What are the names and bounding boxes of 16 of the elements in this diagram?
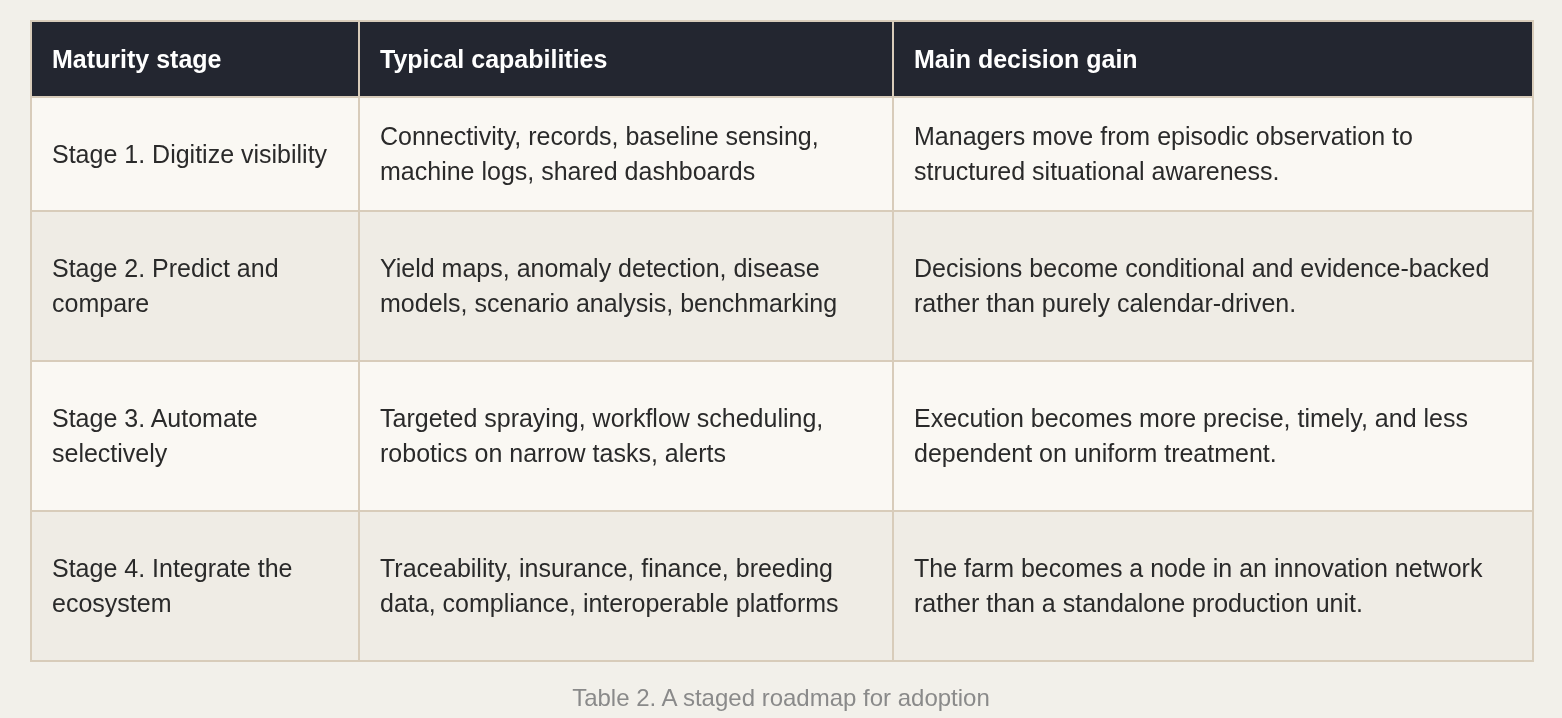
capabilities-cell: Yield maps, anomaly detection, disease models, scenario analysis, benchmarking	[359, 211, 893, 361]
gain-cell: Execution becomes more precise, timely, and less dependent on uniform treatment.	[893, 361, 1533, 511]
column-header: Main decision gain	[893, 21, 1533, 97]
gain-cell: Managers move from episodic observation to structured situational awareness.	[893, 97, 1533, 211]
stage-cell: Stage 4. Integrate the ecosystem	[31, 511, 359, 661]
capabilities-cell: Connectivity, records, baseline sensing, machine logs, shared dashboards	[359, 97, 893, 211]
gain-cell: Decisions become conditional and evidence-backed rather than purely calendar-driven.	[893, 211, 1533, 361]
column-header: Typical capabilities	[359, 21, 893, 97]
stage-cell: Stage 2. Predict and compare	[31, 211, 359, 361]
capabilities-cell: Traceability, insurance, finance, breeding data, compliance, interoperable platforms	[359, 511, 893, 661]
column-header: Maturity stage	[31, 21, 359, 97]
gain-cell: The farm becomes a node in an innovation network rather than a standalone production unit.	[893, 511, 1533, 661]
capabilities-cell: Targeted spraying, workflow scheduling, robotics on narrow tasks, alerts	[359, 361, 893, 511]
stage-cell: Stage 3. Automate selectively	[31, 361, 359, 511]
table-caption: Table 2. A staged roadmap for adoption	[571, 684, 991, 712]
stage-cell: Stage 1. Digitize visibility	[31, 97, 359, 211]
